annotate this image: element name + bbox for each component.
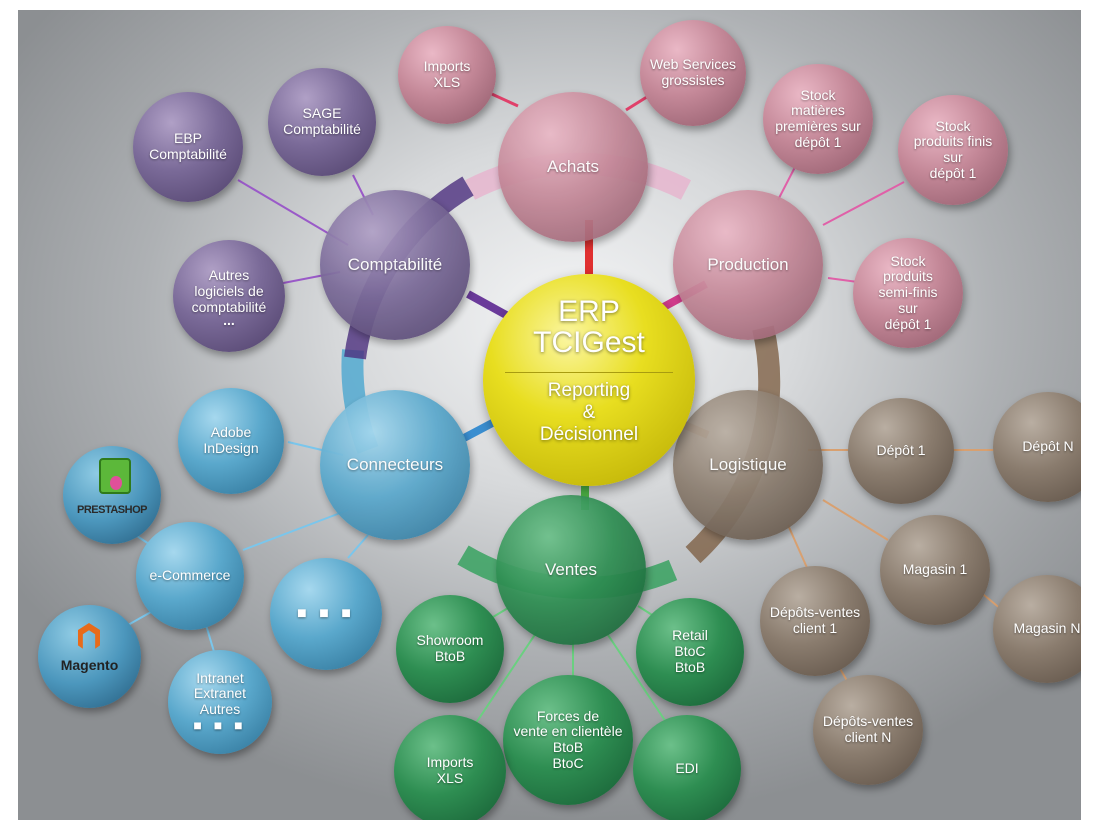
node-ventes-imports-xls: Imports XLS [394, 715, 506, 820]
node-magasin-1: Magasin 1 [880, 515, 990, 625]
node-depots-ventes-1: Dépôts-ventes client 1 [760, 566, 870, 676]
hub-production: Production [673, 190, 823, 340]
node-autres-logiciels: Autres logiciels de comptabilité ... [173, 240, 285, 352]
magento-logo: Magento [38, 605, 141, 708]
node-intranet: Intranet Extranet Autres ■ ■ ■ [168, 650, 272, 754]
node-edi: EDI [633, 715, 741, 820]
node-magasin-n: Magasin N [993, 575, 1081, 683]
node-depots-ventes-n: Dépôts-ventes client N [813, 675, 923, 785]
node-stock-mp: Stock matières premières sur dépôt 1 [763, 64, 873, 174]
node-retail: Retail BtoC BtoB [636, 598, 744, 706]
node-adobe-indesign: Adobe InDesign [178, 388, 284, 494]
node-stock-psf: Stock produits semi-finis sur dépôt 1 [853, 238, 963, 348]
hub-achats: Achats [498, 92, 648, 242]
node-achats-imports-xls: Imports XLS [398, 26, 496, 124]
center-divider [505, 372, 673, 373]
node-depot-1: Dépôt 1 [848, 398, 954, 504]
hub-logistique: Logistique [673, 390, 823, 540]
magento-label: Magento [60, 657, 119, 673]
center-title: ERP TCIGest [533, 295, 645, 359]
intranet-more-dots: ■ ■ ■ [193, 716, 247, 733]
hub-connecteurs: Connecteurs [320, 390, 470, 540]
node-ebp: EBP Comptabilité [133, 92, 243, 202]
hub-comptabilite: Comptabilité [320, 190, 470, 340]
node-stock-pf: Stock produits finis sur dépôt 1 [898, 95, 1008, 205]
prestashop-logo: PRESTASHOP [63, 446, 161, 544]
center-erp: ERP TCIGest Reporting & Décisionnel [483, 274, 695, 486]
center-subtitle: Reporting & Décisionnel [539, 380, 639, 445]
node-showroom: Showroom BtoB [396, 595, 504, 703]
spoke-comptabilite [466, 290, 510, 320]
node-depot-n: Dépôt N [993, 392, 1081, 502]
prestashop-label: PRESTASHOP [77, 504, 147, 516]
prestashop-hand-icon [110, 476, 122, 490]
node-web-services: Web Services grossistes [640, 20, 746, 126]
hub-ventes: Ventes [496, 495, 646, 645]
autres-more-dots: ... [223, 311, 235, 328]
node-sage: SAGE Comptabilité [268, 68, 376, 176]
diagram-canvas: Imports XLS Web Services grossistes Acha… [18, 10, 1081, 820]
magento-icon [78, 623, 100, 649]
node-ecommerce: e-Commerce [136, 522, 244, 630]
node-forces-de-vente: Forces de vente en clientèle BtoB BtoC [503, 675, 633, 805]
node-more-connecteurs: ■ ■ ■ [270, 558, 382, 670]
